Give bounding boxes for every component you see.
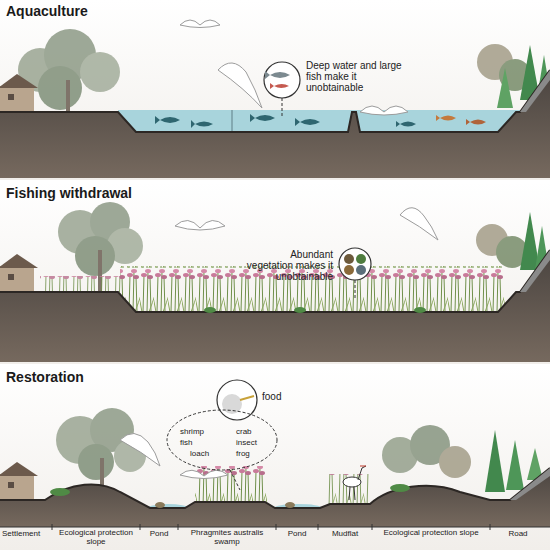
zone-label: Mudflat — [320, 530, 370, 539]
food-item: insect — [236, 439, 272, 448]
zone-label: Road — [492, 530, 544, 539]
food-item: crab — [236, 428, 272, 437]
panel-band: Fishing withdrawal — [0, 182, 550, 364]
zone-label: Settlement — [2, 530, 52, 539]
zone-label: Pond — [278, 530, 316, 539]
zone-label: Phragmites australis swamp — [180, 529, 274, 547]
zone-label: Pond — [142, 530, 176, 539]
food-item: loach — [190, 450, 226, 459]
panel-title: Restoration — [6, 369, 84, 385]
food-item: fish — [180, 439, 220, 448]
food-label: food — [262, 391, 302, 402]
callout-note: Deep water and large fish make it unobta… — [306, 60, 416, 93]
zone-label: Ecological protection slope — [374, 529, 488, 538]
callout-note: Abundant vegetation makes it unobtainabl… — [245, 249, 333, 282]
panel-band: Aquaculture — [0, 0, 550, 180]
zone-label: Ecological protection slope — [54, 529, 138, 547]
panel-title: Fishing withdrawal — [6, 185, 132, 201]
food-item: frog — [236, 450, 266, 459]
panel-title: Aquaculture — [6, 3, 88, 19]
food-item: shrimp — [180, 428, 220, 437]
